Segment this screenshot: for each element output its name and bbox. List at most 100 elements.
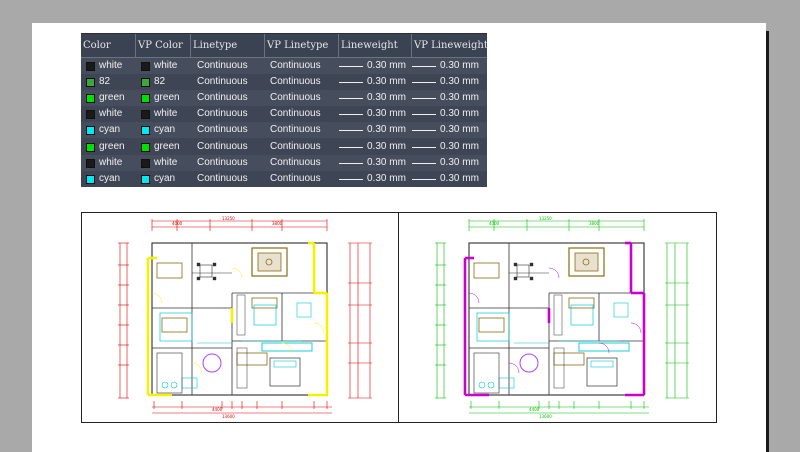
color-cell[interactable]: cyan bbox=[99, 124, 121, 136]
column-header-vp-color[interactable]: VP Color bbox=[136, 34, 191, 57]
color-swatch[interactable] bbox=[86, 142, 95, 152]
color-cell[interactable]: white bbox=[99, 156, 123, 168]
linetype-cell[interactable]: Continuous bbox=[197, 156, 248, 168]
vp-linetype-cell[interactable]: Continuous bbox=[270, 92, 321, 104]
vp-linetype-cell[interactable]: Continuous bbox=[270, 60, 321, 71]
color-cell[interactable]: green bbox=[99, 92, 125, 104]
vp-linetype-cell[interactable]: Continuous bbox=[270, 124, 321, 136]
vp-linetype-cell[interactable]: Continuous bbox=[270, 76, 321, 88]
vp-color-cell[interactable]: cyan bbox=[154, 124, 176, 136]
lineweight-cell[interactable]: 0.30 mm bbox=[367, 108, 406, 120]
layer-row[interactable]: 82 82 Continuous Continuous 0.30 mm 0.30 mm bbox=[81, 74, 487, 90]
lineweight-cell[interactable]: 0.30 mm bbox=[367, 140, 406, 152]
color-swatch[interactable] bbox=[86, 62, 95, 71]
door-swing bbox=[191, 362, 203, 374]
color-swatch[interactable] bbox=[86, 110, 95, 120]
toilet-cyan bbox=[613, 302, 629, 318]
vp-lineweight-sample-line bbox=[412, 66, 436, 67]
vp-lineweight-cell[interactable]: 0.30 mm bbox=[440, 124, 479, 136]
vp-color-swatch[interactable] bbox=[141, 110, 150, 120]
linetype-cell[interactable]: Continuous bbox=[197, 172, 248, 184]
column-header-vp-lineweight[interactable]: VP Lineweight bbox=[412, 34, 488, 57]
header-divider bbox=[81, 57, 487, 58]
linetype-cell[interactable]: Continuous bbox=[197, 76, 248, 88]
color-cell[interactable]: white bbox=[99, 108, 123, 120]
vp-color-cell[interactable]: white bbox=[154, 60, 178, 71]
lineweight-cell[interactable]: 0.30 mm bbox=[367, 60, 406, 71]
pillows bbox=[273, 360, 297, 368]
linetype-cell[interactable]: Continuous bbox=[197, 124, 248, 136]
vp-lineweight-cell[interactable]: 0.30 mm bbox=[440, 108, 479, 120]
vp-color-cell[interactable]: white bbox=[154, 108, 178, 120]
vp-color-swatch[interactable] bbox=[141, 174, 150, 184]
column-header-color[interactable]: Color bbox=[81, 34, 136, 57]
vp-lineweight-sample-line bbox=[412, 130, 436, 132]
vp-lineweight-cell[interactable]: 0.30 mm bbox=[440, 140, 479, 152]
vp-lineweight-sample-line bbox=[412, 98, 436, 100]
vp-color-swatch[interactable] bbox=[141, 158, 150, 168]
vp-color-swatch[interactable] bbox=[141, 78, 150, 88]
column-header-lineweight[interactable]: Lineweight bbox=[339, 34, 412, 57]
vp-lineweight-cell[interactable]: 0.30 mm bbox=[440, 76, 479, 88]
vp-lineweight-cell[interactable]: 0.30 mm bbox=[440, 60, 479, 71]
stove-burner bbox=[478, 381, 486, 389]
color-swatch[interactable] bbox=[86, 78, 95, 88]
vp-color-swatch[interactable] bbox=[141, 126, 150, 136]
dimension-label: 4400 bbox=[212, 407, 223, 412]
vp-lineweight-sample-line bbox=[412, 146, 436, 148]
desk bbox=[473, 262, 500, 279]
vp-linetype-cell[interactable]: Continuous bbox=[270, 172, 321, 184]
column-header-linetype[interactable]: Linetype bbox=[191, 34, 265, 57]
linetype-cell[interactable]: Continuous bbox=[197, 60, 248, 71]
vp-lineweight-cell[interactable]: 0.30 mm bbox=[440, 172, 479, 184]
vp-color-cell[interactable]: white bbox=[154, 156, 178, 168]
lineweight-sample-line bbox=[339, 98, 363, 100]
lineweight-cell[interactable]: 0.30 mm bbox=[367, 124, 406, 136]
lineweight-cell[interactable]: 0.30 mm bbox=[367, 172, 406, 184]
door-swing bbox=[231, 267, 243, 279]
color-swatch[interactable] bbox=[86, 174, 95, 184]
vp-color-cell[interactable]: green bbox=[154, 92, 180, 104]
lineweight-cell[interactable]: 0.30 mm bbox=[367, 76, 406, 88]
layer-row[interactable]: white white Continuous Continuous 0.30 mm 0.3… bbox=[81, 106, 487, 122]
vp-lineweight-cell[interactable]: 0.30 mm bbox=[440, 156, 479, 168]
linetype-cell[interactable]: Continuous bbox=[197, 140, 248, 152]
door-swing bbox=[281, 342, 293, 354]
vp-lineweight-cell[interactable]: 0.30 mm bbox=[440, 92, 479, 104]
vp-linetype-cell[interactable]: Continuous bbox=[270, 108, 321, 120]
color-swatch[interactable] bbox=[86, 94, 95, 104]
color-swatch[interactable] bbox=[86, 158, 95, 168]
column-header-vp-linetype[interactable]: VP Linetype bbox=[265, 34, 339, 57]
lineweight-cell[interactable]: 0.30 mm bbox=[367, 156, 406, 168]
lineweight-cell[interactable]: 0.30 mm bbox=[367, 92, 406, 104]
color-cell[interactable]: cyan bbox=[99, 172, 121, 184]
linetype-cell[interactable]: Continuous bbox=[197, 92, 248, 104]
layer-row[interactable]: white white Continuous Continuous 0.30 mm 0.3… bbox=[81, 58, 487, 74]
vp-color-cell[interactable]: green bbox=[154, 140, 180, 152]
linetype-cell[interactable]: Continuous bbox=[197, 108, 248, 120]
layer-row[interactable]: cyan cyan Continuous Continuous 0.30 mm 0.30 … bbox=[81, 122, 487, 139]
vp-linetype-cell[interactable]: Continuous bbox=[270, 140, 321, 152]
vp-color-cell[interactable]: 82 bbox=[154, 76, 166, 88]
color-cell[interactable]: 82 bbox=[99, 76, 111, 88]
color-swatch[interactable] bbox=[86, 126, 95, 136]
vp-linetype-cell[interactable]: Continuous bbox=[270, 156, 321, 168]
vp-color-swatch[interactable] bbox=[141, 94, 150, 104]
bed-wood bbox=[161, 317, 188, 333]
vp-color-swatch[interactable] bbox=[141, 62, 150, 71]
layer-row[interactable]: cyan cyan Continuous Continuous 0.30 mm 0.30 … bbox=[81, 171, 487, 187]
sink-cyan bbox=[498, 377, 515, 389]
color-cell[interactable]: green bbox=[99, 140, 125, 152]
layer-properties-table[interactable]: Color VP Color Linetype VP Linetype Line… bbox=[81, 33, 488, 187]
bed-headboard bbox=[236, 352, 268, 366]
outer-wall-inner bbox=[468, 242, 645, 396]
layer-row[interactable]: green green Continuous Continuous 0.30 mm 0.3… bbox=[81, 90, 487, 107]
vp-color-swatch[interactable] bbox=[141, 142, 150, 152]
layer-row[interactable]: green green Continuous Continuous 0.30 mm 0.3… bbox=[81, 139, 487, 155]
layer-row[interactable]: white white Continuous Continuous 0.30 mm 0.3… bbox=[81, 154, 487, 171]
color-cell[interactable]: white bbox=[99, 60, 123, 71]
vp-color-cell[interactable]: cyan bbox=[154, 172, 176, 184]
